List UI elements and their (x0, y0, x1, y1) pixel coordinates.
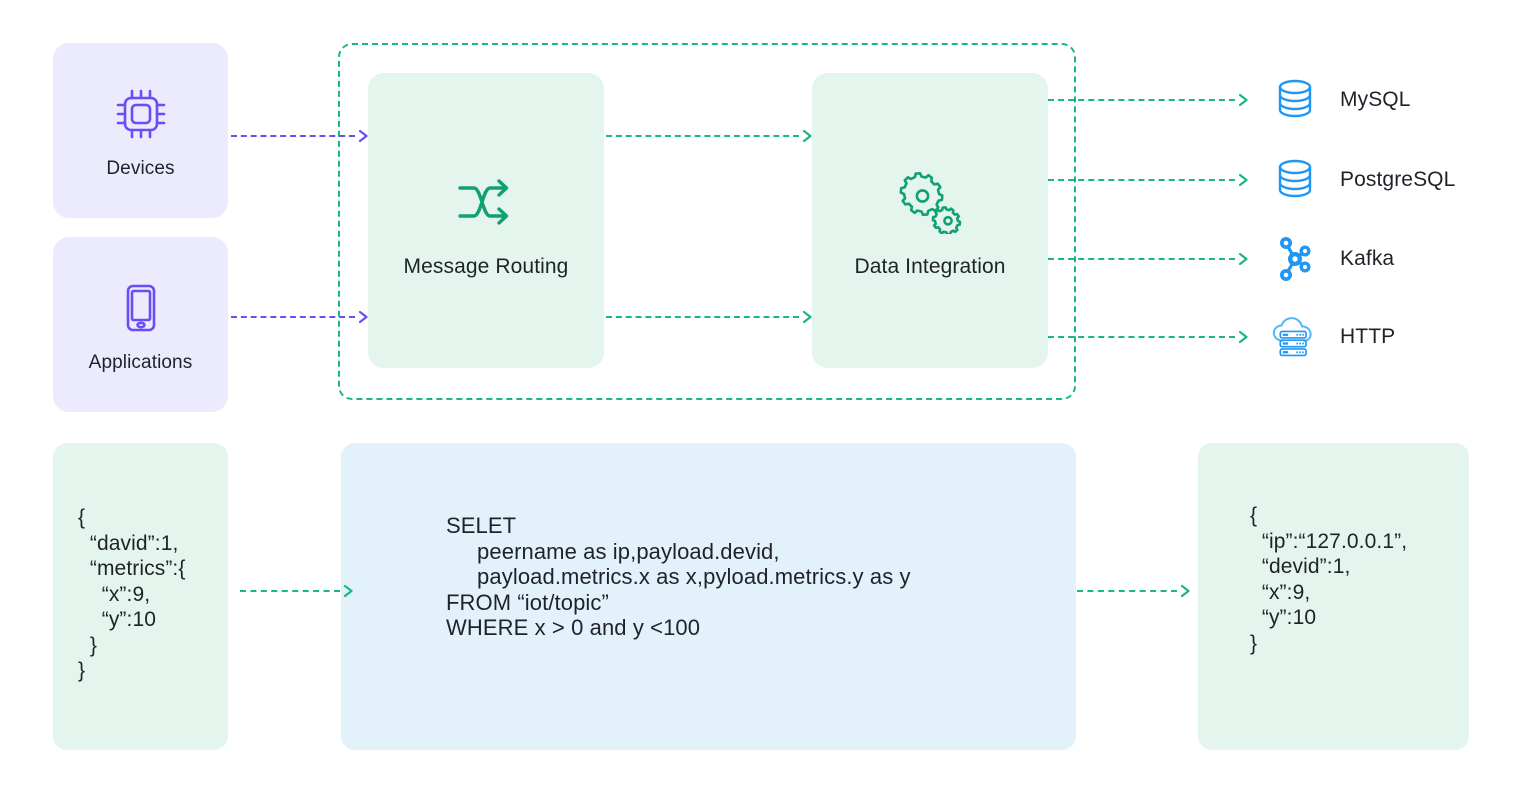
output-payload-code: { “ip”:“127.0.0.1”, “devid”:1, “x”:9, “y… (1250, 504, 1408, 655)
connector-routing-to-integration-bottom (606, 310, 812, 324)
gears-icon (892, 164, 968, 240)
sink-label: PostgreSQL (1340, 168, 1456, 191)
source-card-devices[interactable]: Devices (53, 43, 228, 218)
connector-integration-to-postgresql (1048, 173, 1248, 187)
sink-row-mysql[interactable]: MySQL (1272, 74, 1411, 126)
pipeline-stage-message-routing[interactable]: Message Routing (368, 73, 604, 368)
connector-integration-to-http (1048, 330, 1248, 344)
database-cylinder-icon (1272, 77, 1318, 123)
sql-rule-panel: SELET peername as ip,payload.devid, payl… (341, 443, 1076, 750)
sql-rule-code: SELET peername as ip,payload.devid, payl… (446, 513, 911, 640)
source-card-label: Applications (88, 352, 193, 373)
sink-row-kafka[interactable]: Kafka (1272, 233, 1394, 285)
output-payload-panel: { “ip”:“127.0.0.1”, “devid”:1, “x”:9, “y… (1198, 443, 1469, 750)
sink-label: HTTP (1340, 325, 1396, 348)
sink-label: Kafka (1340, 247, 1395, 270)
cpu-chip-icon (110, 83, 172, 145)
pipeline-stage-label: Message Routing (403, 255, 569, 278)
pipeline-stage-label: Data Integration (854, 255, 1006, 278)
connector-sql-to-output (1077, 584, 1190, 598)
mobile-device-icon (110, 277, 172, 339)
sink-label: MySQL (1340, 88, 1411, 111)
source-card-label: Devices (106, 158, 175, 179)
pipeline-stage-data-integration[interactable]: Data Integration (812, 73, 1048, 368)
cloud-server-icon (1272, 314, 1318, 360)
connector-payload-to-sql (240, 584, 353, 598)
input-payload-panel: { “david”:1, “metrics”:{ “x”:9, “y”:10 }… (53, 443, 228, 750)
connector-integration-to-kafka (1048, 252, 1248, 266)
database-cylinder-icon (1272, 157, 1318, 203)
connector-devices-to-routing (231, 129, 368, 143)
source-card-applications[interactable]: Applications (53, 237, 228, 412)
connector-integration-to-mysql (1048, 93, 1248, 107)
sink-row-http[interactable]: HTTP (1272, 311, 1395, 363)
input-payload-code: { “david”:1, “metrics”:{ “x”:9, “y”:10 }… (78, 506, 186, 682)
sink-row-postgresql[interactable]: PostgreSQL (1272, 154, 1455, 206)
pipeline-group-boundary (338, 43, 1076, 400)
connector-applications-to-routing (231, 310, 368, 324)
shuffle-routing-icon (448, 164, 524, 240)
connector-routing-to-integration-top (606, 129, 812, 143)
kafka-nodes-icon (1272, 236, 1318, 282)
